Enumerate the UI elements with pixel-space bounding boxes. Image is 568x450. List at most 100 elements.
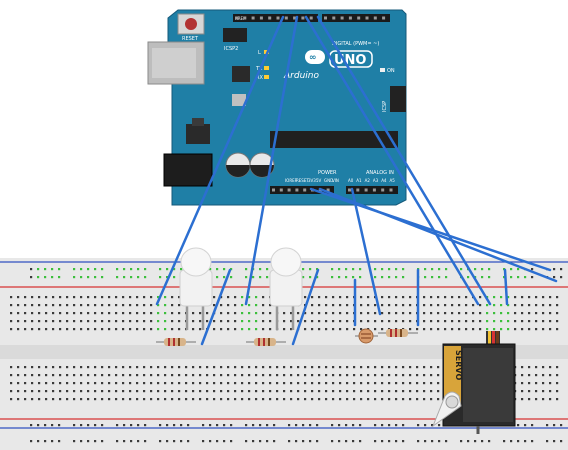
breadboard-hole — [80, 374, 83, 377]
breadboard-hole — [346, 296, 349, 299]
breadboard-hole — [31, 382, 34, 385]
breadboard-hole — [185, 390, 188, 393]
breadboard-hole — [302, 424, 305, 427]
breadboard-hole — [66, 366, 69, 369]
header-pin — [259, 16, 263, 20]
breadboard-hole — [297, 398, 300, 401]
breadboard-hole — [479, 296, 482, 299]
breadboard-hole — [245, 424, 248, 427]
breadboard-hole — [234, 296, 237, 299]
analog-pin-label: A0 — [348, 178, 354, 183]
breadboard-hole — [331, 424, 334, 427]
breadboard-hole — [295, 424, 298, 427]
breadboard-hole — [353, 328, 356, 331]
breadboard-hole — [276, 366, 279, 369]
breadboard-hole — [216, 268, 219, 271]
icsp2-header — [223, 28, 247, 42]
breadboard-hole — [388, 374, 391, 377]
breadboard-hole — [164, 296, 167, 299]
servo-motor: SERVO — [431, 331, 516, 434]
breadboard-hole — [332, 398, 335, 401]
breadboard-hole — [220, 374, 223, 377]
breadboard-hole — [524, 440, 527, 443]
breadboard-hole — [37, 268, 40, 271]
breadboard-hole — [332, 382, 335, 385]
breadboard-holes — [10, 268, 563, 443]
breadboard-hole — [549, 382, 552, 385]
breadboard-hole — [94, 440, 97, 443]
breadboard-hole — [259, 440, 262, 443]
breadboard-hole — [388, 304, 391, 307]
breadboard-hole — [31, 328, 34, 331]
breadboard-hole — [44, 440, 47, 443]
breadboard-hole — [521, 296, 524, 299]
breadboard-hole — [353, 374, 356, 377]
breadboard-hole — [115, 328, 118, 331]
breadboard-hole — [52, 320, 55, 323]
breadboard-hole — [52, 382, 55, 385]
breadboard-hole — [255, 312, 258, 315]
breadboard-hole — [531, 440, 534, 443]
breadboard-hole — [24, 304, 27, 307]
breadboard-hole — [59, 398, 62, 401]
header-pin — [287, 188, 291, 192]
breadboard-hole — [437, 374, 440, 377]
breadboard-hole — [479, 328, 482, 331]
breadboard-hole — [150, 374, 153, 377]
breadboard-hole — [353, 366, 356, 369]
breadboard-hole — [187, 440, 190, 443]
breadboard-hole — [24, 320, 27, 323]
breadboard-hole — [245, 276, 248, 279]
breadboard-hole — [144, 268, 147, 271]
breadboard-hole — [220, 390, 223, 393]
breadboard-hole — [199, 312, 202, 315]
breadboard-hole — [560, 276, 563, 279]
breadboard-hole — [528, 312, 531, 315]
breadboard-hole — [116, 440, 119, 443]
breadboard-hole — [31, 374, 34, 377]
breadboard-hole — [521, 390, 524, 393]
breadboard-hole — [45, 390, 48, 393]
breadboard-hole — [185, 366, 188, 369]
breadboard-hole — [481, 276, 484, 279]
breadboard-hole — [255, 374, 258, 377]
breadboard-hole — [136, 312, 139, 315]
breadboard-hole — [101, 390, 104, 393]
header-pin — [372, 188, 376, 192]
breadboard-hole — [346, 328, 349, 331]
breadboard-hole — [206, 366, 209, 369]
breadboard-hole — [269, 366, 272, 369]
breadboard-hole — [213, 366, 216, 369]
breadboard-hole — [234, 374, 237, 377]
breadboard-hole — [437, 296, 440, 299]
breadboard-hole — [178, 296, 181, 299]
breadboard-hole — [144, 424, 147, 427]
breadboard-hole — [80, 382, 83, 385]
breadboard-hole — [556, 366, 559, 369]
reset-button-cap[interactable] — [185, 18, 197, 30]
breadboard-hole — [115, 390, 118, 393]
breadboard-hole — [178, 320, 181, 323]
breadboard-hole — [17, 296, 20, 299]
breadboard-hole — [10, 382, 13, 385]
breadboard-hole — [339, 390, 342, 393]
breadboard-hole — [248, 366, 251, 369]
breadboard-hole — [381, 374, 384, 377]
resistor-3 — [378, 329, 418, 337]
breadboard-hole — [199, 328, 202, 331]
breadboard-hole — [395, 276, 398, 279]
breadboard-hole — [87, 328, 90, 331]
breadboard-hole — [528, 374, 531, 377]
breadboard-hole — [51, 440, 54, 443]
breadboard-hole — [234, 366, 237, 369]
breadboard-hole — [199, 366, 202, 369]
breadboard-hole — [474, 268, 477, 271]
breadboard-hole — [486, 312, 489, 315]
breadboard-hole — [549, 328, 552, 331]
breadboard-hole — [59, 312, 62, 315]
breadboard-hole — [206, 398, 209, 401]
breadboard-hole — [51, 268, 54, 271]
model-label: UNO — [334, 53, 367, 68]
header-pin — [293, 16, 297, 20]
breadboard-hole — [510, 276, 513, 279]
